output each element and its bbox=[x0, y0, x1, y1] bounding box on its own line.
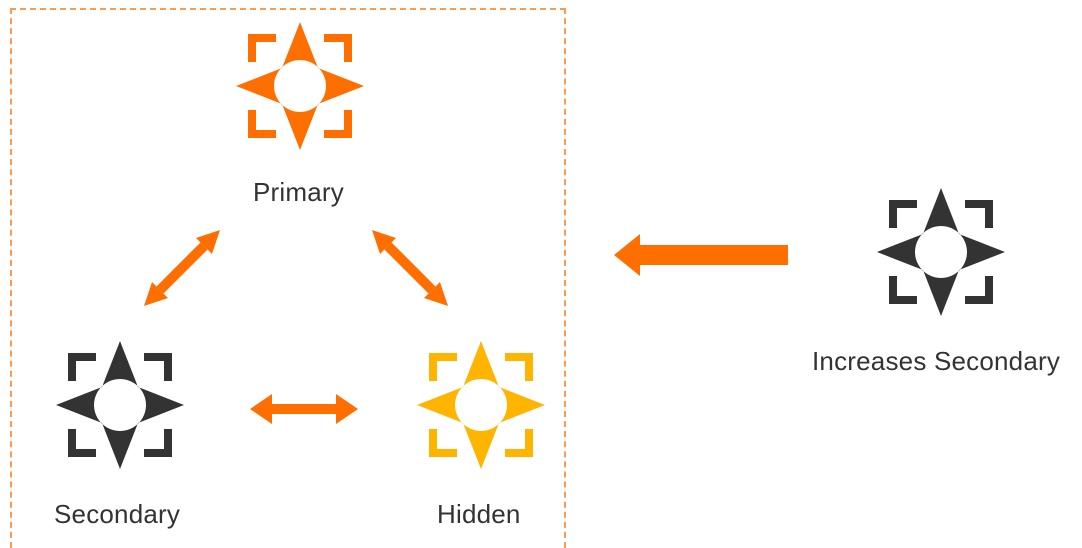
primary-node-icon bbox=[236, 22, 364, 150]
arrow-secondary-hidden bbox=[250, 394, 358, 424]
external-node-icon bbox=[877, 188, 1005, 316]
external-label: Increases Secondary bbox=[812, 346, 1061, 376]
replica-set-group-box bbox=[10, 8, 566, 548]
primary-label: Primary bbox=[253, 177, 344, 207]
arrow-primary-secondary bbox=[144, 230, 220, 306]
arrow-primary-hidden bbox=[372, 230, 448, 306]
secondary-node-icon bbox=[56, 341, 184, 469]
secondary-label: Secondary bbox=[54, 499, 181, 529]
arrow-external-to-group bbox=[614, 234, 788, 276]
hidden-label: Hidden bbox=[437, 499, 521, 529]
hidden-node-icon bbox=[417, 341, 545, 469]
